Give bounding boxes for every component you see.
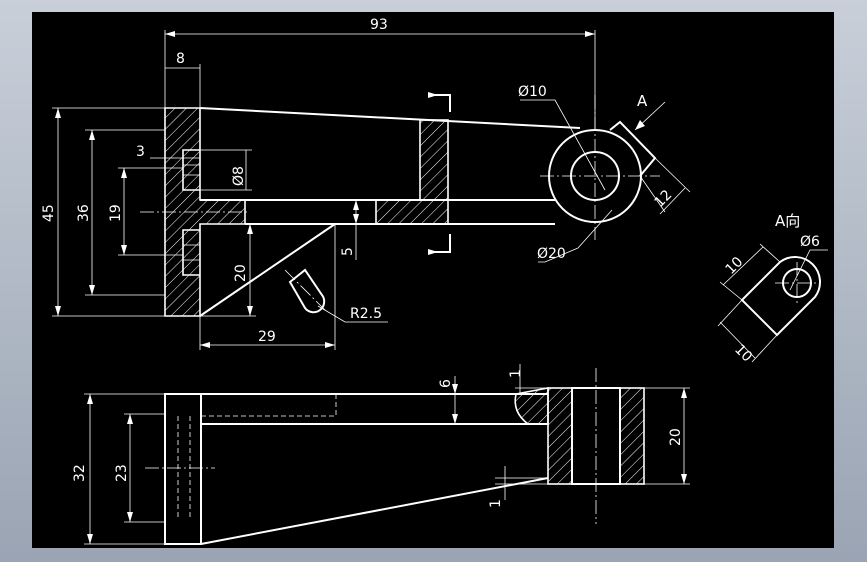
label-phi8: Ø8 — [231, 166, 247, 186]
front-view — [140, 92, 660, 317]
lower-hole — [182, 229, 201, 276]
front-dimensions: 93 8 3 45 36 19 Ø8 — [41, 17, 691, 350]
boss-section-right — [619, 387, 645, 485]
slot-r25 — [288, 268, 326, 314]
dim-5: 5 — [340, 247, 356, 256]
dim-3: 3 — [136, 144, 145, 160]
dim-29: 29 — [258, 329, 276, 345]
rib-section — [419, 119, 449, 201]
a-view-outline — [740, 256, 821, 337]
top-flange — [164, 393, 202, 545]
cad-drawing: 93 8 3 45 36 19 Ø8 — [41, 17, 828, 545]
dim-19: 19 — [108, 204, 124, 222]
dim-12: 12 — [652, 187, 676, 211]
boss-section-left — [547, 387, 573, 485]
label-phi20: Ø20 — [537, 246, 566, 262]
dim-8: 8 — [176, 51, 185, 67]
dim-93: 93 — [370, 17, 388, 33]
dim-10-top: 10 — [723, 254, 747, 278]
dim-10-bottom: 10 — [731, 342, 755, 366]
dim-23: 23 — [114, 464, 130, 482]
label-r25: R2.5 — [350, 306, 382, 322]
top-view — [145, 368, 645, 545]
top-dimensions: 32 23 6 1 1 20 — [72, 364, 690, 545]
label-a-arrow: A — [637, 92, 648, 110]
a-view: A向 Ø6 10 10 — [717, 212, 828, 366]
dim-32: 32 — [72, 464, 88, 482]
drawing-canvas: 93 8 3 45 36 19 Ø8 — [32, 12, 834, 548]
upper-hole — [182, 149, 201, 191]
dim-1-upper: 1 — [508, 369, 524, 378]
dim-20-vertical: 20 — [233, 264, 249, 282]
web-section — [375, 199, 449, 225]
dim-6: 6 — [438, 379, 454, 388]
transition-section — [514, 387, 549, 425]
dim-45: 45 — [41, 204, 57, 222]
label-phi6: Ø6 — [800, 234, 820, 250]
dim-36: 36 — [76, 204, 92, 222]
label-a-view: A向 — [775, 212, 800, 230]
label-phi10: Ø10 — [518, 84, 547, 100]
dim-20-side: 20 — [668, 428, 684, 446]
dim-1-lower: 1 — [488, 499, 504, 508]
